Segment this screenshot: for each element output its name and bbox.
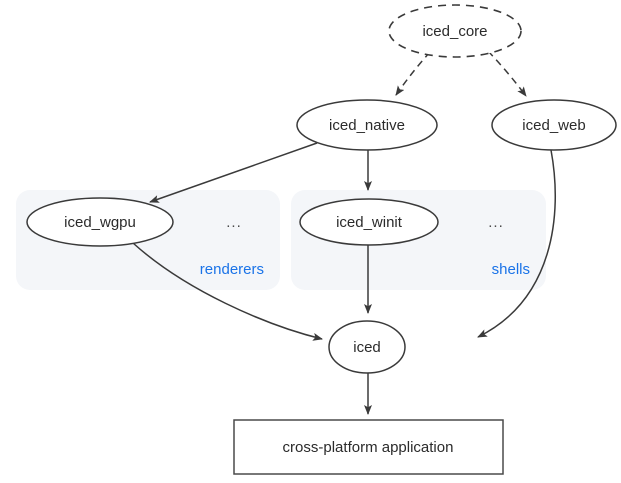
node-iced-winit[interactable]: iced_winit	[299, 198, 439, 246]
node-iced-wgpu[interactable]: iced_wgpu	[26, 197, 174, 247]
edge-web-to-iced	[477, 149, 556, 338]
node-iced[interactable]: iced	[328, 320, 406, 374]
node-iced-winit-label: iced_winit	[336, 214, 403, 231]
node-cross-platform-application-label: cross-platform application	[283, 439, 454, 456]
edge-native-to-wgpu	[149, 142, 318, 203]
node-iced-wgpu-shape[interactable]	[26, 197, 174, 247]
node-iced-web-label: iced_web	[522, 117, 585, 134]
node-iced-winit-shape[interactable]	[299, 198, 439, 246]
edge-wgpu-to-iced	[132, 242, 323, 341]
cluster-shells-label: shells	[492, 261, 530, 278]
node-iced-web-shape[interactable]	[491, 99, 617, 151]
node-iced-shape[interactable]	[328, 320, 406, 374]
node-iced-core[interactable]: iced_core	[388, 4, 522, 58]
cluster-renderers-label: renderers	[200, 261, 264, 278]
edge-core-to-web	[487, 50, 527, 97]
node-iced-core-label: iced_core	[422, 23, 487, 40]
node-iced-wgpu-label: iced_wgpu	[64, 214, 136, 231]
renderers-ellipsis: ...	[226, 214, 242, 231]
shells-ellipsis: ...	[488, 214, 504, 231]
node-iced-label: iced	[353, 339, 381, 356]
node-iced-native-shape[interactable]	[296, 99, 438, 151]
node-cross-platform-application[interactable]: cross-platform application	[233, 419, 504, 475]
node-iced-native[interactable]: iced_native	[296, 99, 438, 151]
node-iced-web[interactable]: iced_web	[491, 99, 617, 151]
node-cross-platform-application-shape[interactable]	[233, 419, 504, 475]
edge-core-to-native	[395, 51, 431, 96]
node-iced-core-shape[interactable]	[388, 4, 522, 58]
node-iced-native-label: iced_native	[329, 117, 405, 134]
